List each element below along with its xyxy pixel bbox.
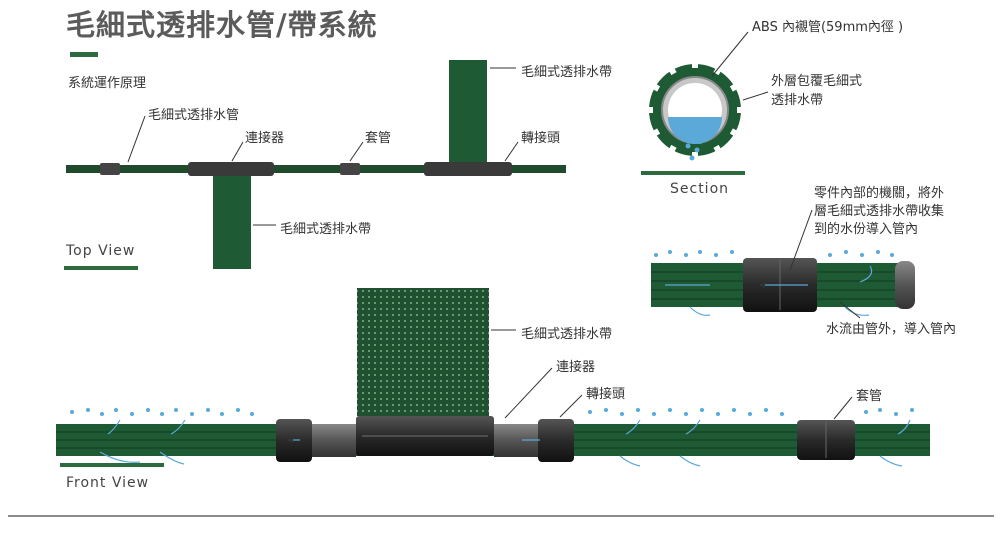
detail-callout-mech-3: 到的水份導入管內 <box>814 222 919 237</box>
detail-callout-mech-2: 層毛細式透排水帶收集 <box>814 204 945 219</box>
callout-line-connector <box>231 141 244 162</box>
callout-line-mech <box>789 209 813 271</box>
detail-view <box>651 209 915 319</box>
detail-drops <box>654 250 894 257</box>
top-connector <box>188 162 274 176</box>
front-view-label: Front View <box>66 475 150 491</box>
callout-line-front-adapter <box>559 394 583 418</box>
fv-callout-sleeve: 套管 <box>856 389 883 404</box>
subtitle: 系統運作原理 <box>68 76 147 91</box>
detail-end-cap <box>895 261 915 309</box>
callout-line-sleeve <box>349 141 364 162</box>
front-view-underline <box>60 463 164 467</box>
tv-callout-belt-lower: 毛細式透排水帶 <box>280 222 372 237</box>
top-sleeve-1 <box>100 163 120 175</box>
front-adapter-neck-left <box>312 424 356 457</box>
callout-line-front-connector <box>504 367 553 419</box>
section-callout-abs: ABS 內襯管(59mm內徑 ) <box>752 20 904 35</box>
top-view-underline <box>64 266 138 270</box>
tv-callout-belt-upper: 毛細式透排水帶 <box>521 65 613 80</box>
detail-callout-flow: 水流由管外，導入管內 <box>826 322 957 337</box>
section-label: Section <box>670 181 730 197</box>
tv-callout-connector: 連接器 <box>245 131 285 146</box>
section-callout-outer-2: 透排水帶 <box>771 93 824 108</box>
section-callout-outer-1: 外層包覆毛細式 <box>771 74 863 89</box>
fv-callout-adapter: 轉接頭 <box>586 387 626 402</box>
callout-line-outer <box>742 91 769 101</box>
callout-line-adapter <box>504 141 519 162</box>
page-title: 毛細式透排水管/帶系統 <box>66 8 378 42</box>
callout-line-pipe <box>127 115 146 163</box>
front-adapter-right <box>538 419 574 462</box>
top-sleeve-2 <box>340 163 360 175</box>
front-drops <box>70 408 914 416</box>
top-view <box>66 60 566 269</box>
tv-callout-adapter: 轉接頭 <box>521 131 561 146</box>
fv-callout-belt: 毛細式透排水帶 <box>521 327 613 342</box>
detail-callout-mech-1: 零件內部的機關，將外 <box>814 186 945 201</box>
callout-line-abs <box>711 31 749 77</box>
front-view <box>56 288 930 467</box>
top-belt-lower <box>213 172 251 269</box>
callout-line-flow <box>839 301 861 319</box>
tv-callout-sleeve: 套管 <box>365 131 392 146</box>
top-adapter <box>424 162 512 176</box>
section-underline <box>641 171 745 175</box>
title-underline <box>70 52 98 57</box>
callout-line-front-sleeve <box>833 396 853 420</box>
tv-callout-pipe: 毛細式透排水管 <box>148 108 240 123</box>
fv-callout-connector: 連接器 <box>556 360 596 375</box>
top-view-label: Top View <box>66 243 136 259</box>
section-view <box>641 31 769 175</box>
section-drips <box>685 140 702 161</box>
front-belt <box>357 288 489 416</box>
top-belt-upper <box>449 60 487 170</box>
section-water <box>668 117 722 144</box>
top-pipe <box>66 165 566 173</box>
